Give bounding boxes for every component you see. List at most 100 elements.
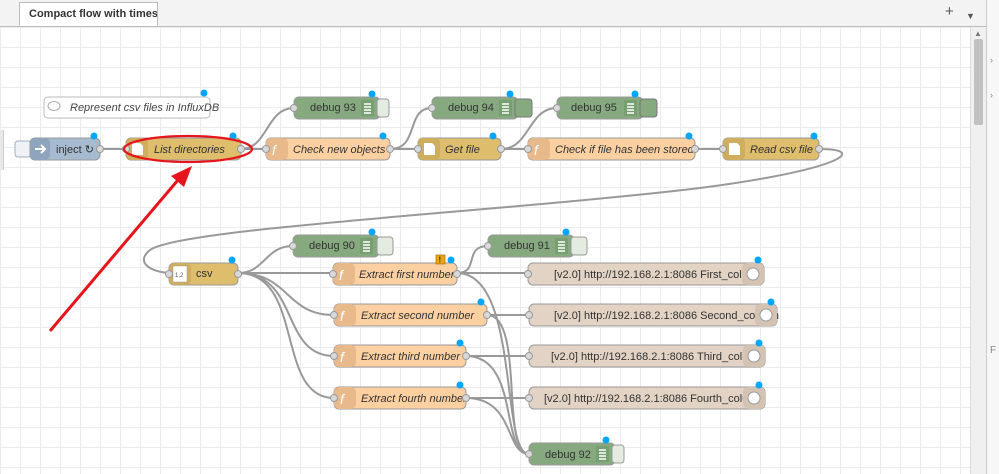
wire — [500, 107, 558, 150]
extract-third-number-node[interactable]: f Extract third number — [330, 339, 470, 368]
debug-list-icon — [555, 238, 568, 254]
input-port[interactable] — [330, 394, 338, 402]
influx-fourth-column-node[interactable]: [v2.0] http://192.168.2.1:8086 Fourth_co… — [525, 381, 766, 410]
wire — [237, 245, 294, 274]
input-port[interactable] — [165, 270, 173, 278]
input-port[interactable] — [289, 242, 297, 250]
debug-toggle-button[interactable] — [611, 444, 625, 464]
input-port[interactable] — [330, 352, 338, 360]
sidebar-glyph[interactable]: › — [990, 90, 993, 100]
debug-toggle-button[interactable] — [376, 98, 390, 118]
input-port[interactable] — [524, 270, 532, 278]
input-port[interactable] — [525, 450, 533, 458]
change-dot — [489, 132, 497, 140]
input-port[interactable] — [330, 311, 338, 319]
influx-icon — [747, 391, 761, 405]
arrow-right-icon — [35, 144, 47, 154]
influx-second-column-node[interactable]: [v2.0] http://192.168.2.1:8086 Second_co… — [525, 298, 780, 327]
change-dot — [810, 132, 818, 140]
node-label: debug 94 — [448, 102, 494, 114]
inject-button[interactable] — [14, 140, 32, 158]
vertical-scrollbar[interactable]: ▲ — [970, 27, 986, 474]
check-new-objects-node[interactable]: f Check new objects — [262, 132, 394, 161]
input-port[interactable] — [428, 104, 436, 112]
output-port[interactable] — [453, 270, 461, 278]
scrollbar-thumb[interactable] — [974, 39, 983, 125]
output-port[interactable] — [237, 145, 245, 153]
debug-93-node[interactable]: debug 93 — [290, 90, 390, 120]
function-icon: f — [340, 391, 346, 407]
extract-second-number-node[interactable]: f Extract second number — [330, 298, 491, 327]
input-port[interactable] — [525, 394, 533, 402]
get-file-node[interactable]: Get file — [414, 132, 505, 161]
debug-90-node[interactable]: debug 90 — [289, 228, 394, 258]
input-port[interactable] — [329, 270, 337, 278]
node-label: [v2.0] http://192.168.2.1:8086 First_col… — [554, 269, 763, 281]
csv-node[interactable]: 1,2 csv — [165, 256, 242, 286]
annotation-arrow-head — [171, 166, 192, 187]
chevron-down-icon[interactable]: ▼ — [966, 11, 975, 21]
node-label: Read csv file — [750, 144, 813, 156]
change-dot — [755, 381, 763, 389]
output-port[interactable] — [386, 145, 394, 153]
debug-list-icon — [499, 100, 512, 116]
output-port[interactable] — [462, 394, 470, 402]
read-csv-node[interactable]: Read csv file — [719, 132, 823, 161]
debug-toggle-button[interactable] — [639, 98, 658, 118]
annotation-highlight — [48, 134, 254, 332]
input-port[interactable] — [262, 145, 270, 153]
output-port[interactable] — [234, 270, 242, 278]
input-port[interactable] — [414, 145, 422, 153]
list-directories-node[interactable]: List directories — [122, 132, 245, 161]
extract-fourth-number-node[interactable]: f Extract fourth number — [330, 381, 470, 410]
output-port[interactable] — [815, 145, 823, 153]
input-port[interactable] — [484, 242, 492, 250]
change-dot — [631, 90, 639, 98]
extract-first-number-node[interactable]: f Extract first number ! — [329, 254, 461, 286]
debug-91-node[interactable]: debug 91 — [484, 228, 588, 258]
file-icon — [132, 143, 143, 155]
output-port[interactable] — [96, 145, 104, 153]
debug-toggle-button[interactable] — [514, 98, 533, 118]
input-port[interactable] — [525, 311, 533, 319]
change-dot — [228, 256, 236, 264]
left-edge-handle[interactable] — [0, 130, 4, 170]
influx-icon — [746, 267, 760, 281]
input-port[interactable] — [290, 104, 298, 112]
debug-92-node[interactable]: debug 92 — [525, 436, 625, 466]
output-port[interactable] — [691, 145, 699, 153]
node-label: Check if file has been stored — [555, 144, 695, 156]
wire — [456, 272, 530, 455]
debug-94-node[interactable]: debug 94 — [428, 90, 533, 120]
node-icon-area — [334, 345, 356, 367]
sidebar-glyph[interactable]: › — [990, 55, 993, 65]
input-port[interactable] — [553, 104, 561, 112]
plus-icon[interactable]: + — [945, 3, 954, 20]
node-label: List directories — [154, 144, 225, 156]
sidebar-glyph[interactable]: F — [990, 345, 997, 356]
debug-toggle-button[interactable] — [570, 236, 588, 256]
tab-compact-flow[interactable]: Compact flow with timestan — [19, 2, 158, 26]
change-dot — [229, 132, 237, 140]
output-port[interactable] — [462, 352, 470, 360]
inject-node[interactable]: inject ↻ — [14, 132, 104, 161]
influx-first-column-node[interactable]: [v2.0] http://192.168.2.1:8086 First_col… — [524, 256, 765, 286]
svg-text:1,2: 1,2 — [175, 273, 184, 279]
output-port[interactable] — [483, 311, 491, 319]
scroll-up-icon[interactable]: ▲ — [974, 29, 982, 38]
debug-list-icon — [596, 446, 609, 462]
debug-toggle-button[interactable] — [376, 236, 394, 256]
debug-95-node[interactable]: debug 95 — [553, 90, 658, 120]
change-dot — [447, 256, 455, 264]
node-label: debug 95 — [571, 102, 617, 114]
node-label: debug 91 — [504, 240, 550, 252]
check-stored-node[interactable]: f Check if file has been stored — [524, 132, 699, 161]
flow-canvas[interactable]: Represent csv files in InfluxDB inject ↻… — [0, 27, 970, 474]
input-port[interactable] — [525, 352, 533, 360]
output-port[interactable] — [497, 145, 505, 153]
influx-third-column-node[interactable]: [v2.0] http://192.168.2.1:8086 Third_col… — [525, 339, 766, 368]
change-dot — [368, 228, 376, 236]
input-port[interactable] — [524, 145, 532, 153]
comment-node[interactable]: Represent csv files in InfluxDB — [43, 89, 219, 119]
input-port[interactable] — [719, 145, 727, 153]
